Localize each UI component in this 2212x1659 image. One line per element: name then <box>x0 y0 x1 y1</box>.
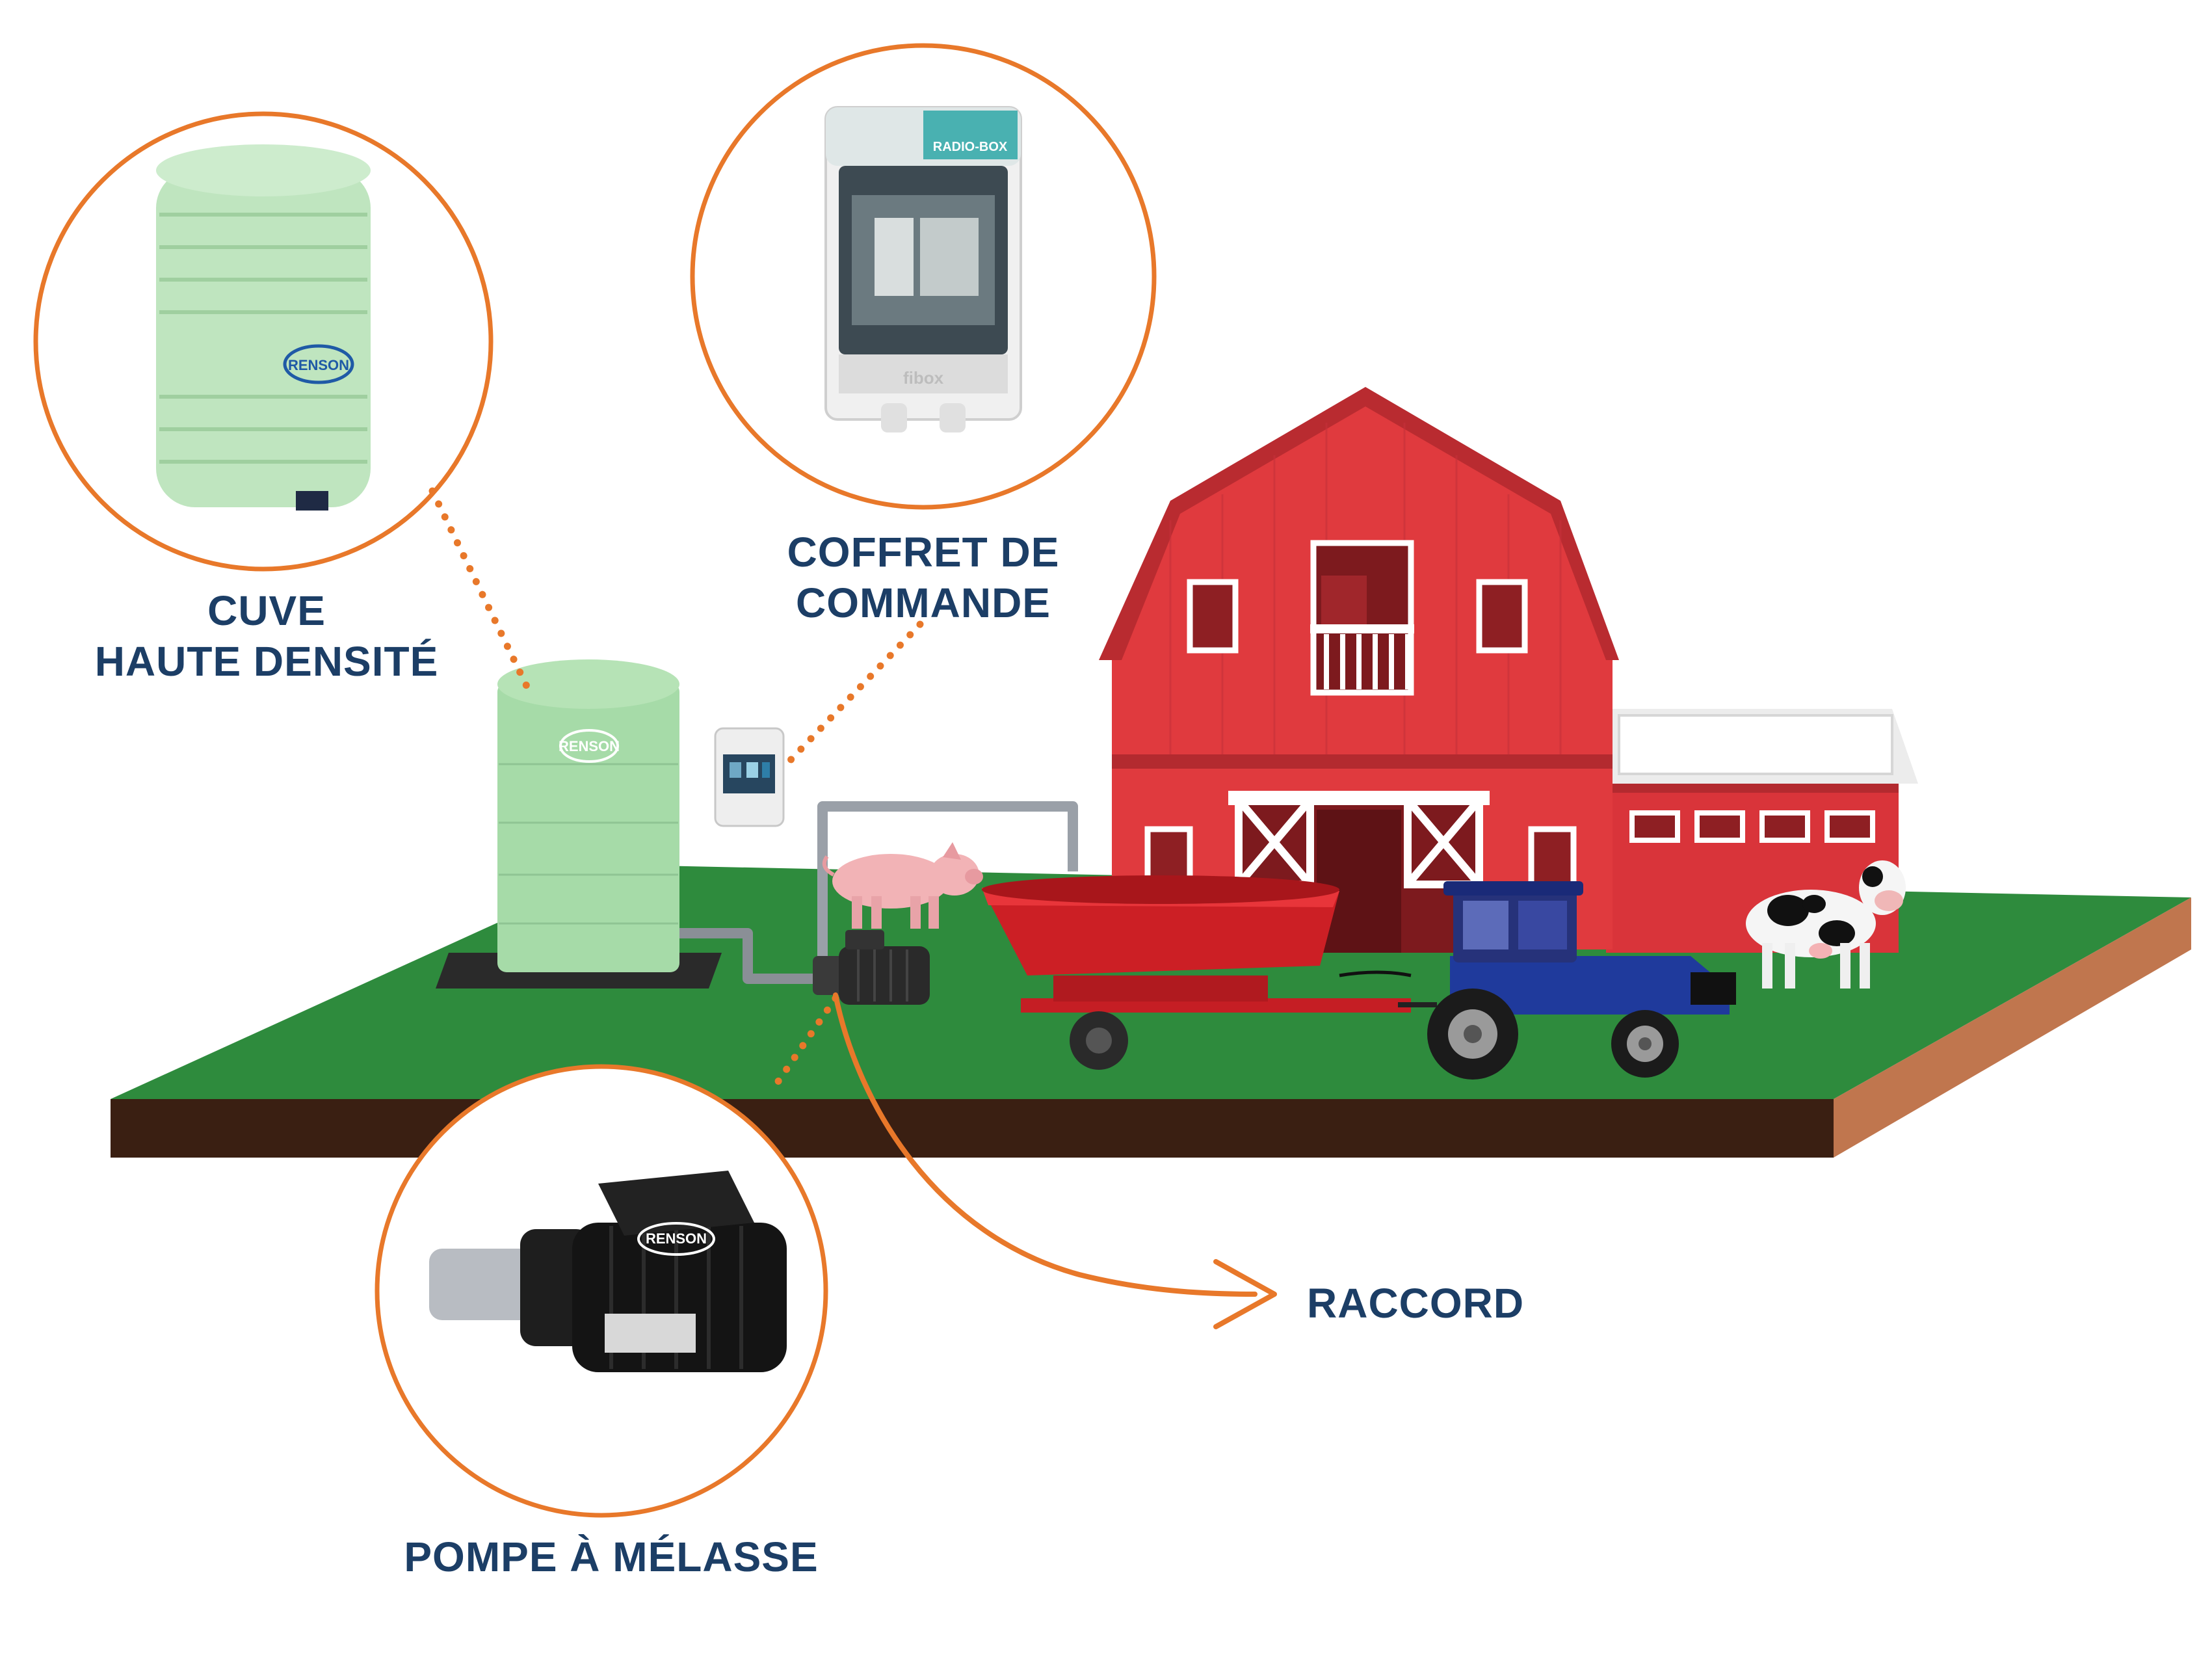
feed-wagon-icon <box>982 875 1437 1070</box>
control-label: COFFRET DE COMMANDE <box>728 527 1118 628</box>
tank-icon: RENSON <box>436 659 722 989</box>
tank-logo: RENSON <box>559 738 620 754</box>
tank-photo: RENSON <box>156 144 371 511</box>
pump-photo: RENSON <box>429 1171 787 1372</box>
pig-icon <box>822 842 983 929</box>
supply-pipe <box>679 928 819 984</box>
delivery-pipe <box>817 801 1078 969</box>
dotted-connectors <box>428 487 924 1096</box>
scene-control-box-icon <box>714 727 785 827</box>
soil-front <box>111 1099 1834 1158</box>
fibox-text: fibox <box>903 368 944 388</box>
tractor-icon <box>1427 881 1736 1080</box>
tank-callout: RENSON <box>33 111 494 572</box>
soil-side <box>1834 897 2191 1158</box>
tank-photo-logo: RENSON <box>288 357 349 373</box>
control-label-line2: COMMANDE <box>796 579 1051 626</box>
pump-photo-logo: RENSON <box>646 1230 707 1247</box>
scene-pump-icon <box>813 930 930 1005</box>
pump-label: POMPE À MÉLASSE <box>364 1532 858 1582</box>
control-connector <box>780 620 924 771</box>
barn-icon <box>1099 387 1918 953</box>
tank-label-line2: HAUTE DENSITÉ <box>94 638 439 685</box>
cow-icon <box>1746 860 1906 989</box>
tank-label: CUVE HAUTE DENSITÉ <box>72 585 462 687</box>
control-box-photo: RADIO-BOX fibox <box>824 106 1022 432</box>
radio-box-text: RADIO-BOX <box>933 140 1008 154</box>
pump-connector <box>767 994 839 1096</box>
fitting-label-line1: RACCORD <box>1307 1280 1525 1327</box>
control-callout: RADIO-BOX fibox <box>690 43 1157 510</box>
pump-label-line1: POMPE À MÉLASSE <box>404 1533 819 1580</box>
tank-label-line1: CUVE <box>207 587 326 634</box>
control-label-line1: COFFRET DE <box>787 529 1060 576</box>
arrow-icon <box>833 992 1277 1329</box>
pump-callout: RENSON <box>375 1064 828 1518</box>
fitting-label: RACCORD <box>1307 1278 1567 1329</box>
